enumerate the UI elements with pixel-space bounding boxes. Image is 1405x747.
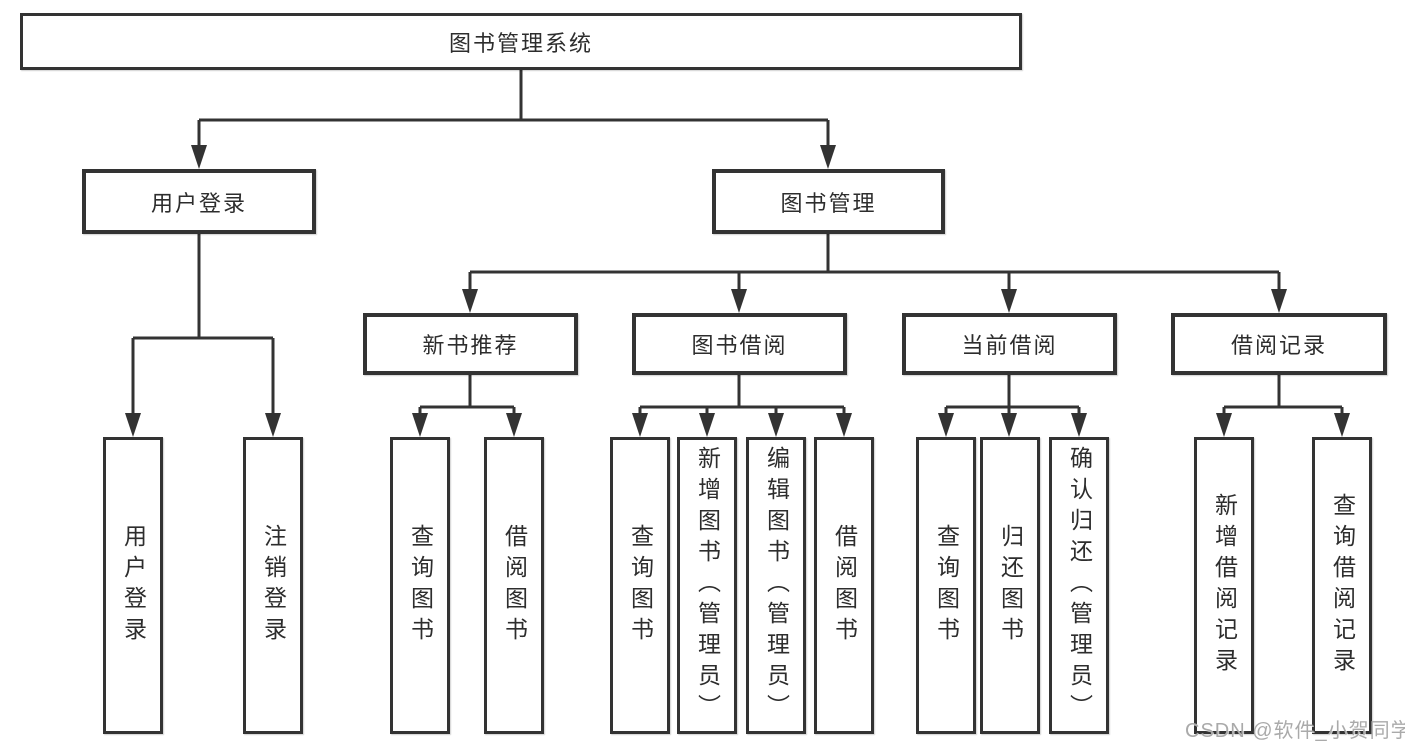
node-label: 确认归还（管理员）	[1066, 446, 1093, 725]
node-new-book-recommend: 新书推荐	[363, 313, 578, 375]
node-label: 编辑图书（管理员）	[763, 446, 790, 725]
leaf-borrow-edit-books-admin: 编辑图书（管理员）	[746, 437, 806, 734]
node-label: 用户登录	[120, 523, 147, 648]
node-book-system: 图书管理系统	[20, 13, 1022, 70]
node-label: 图书借阅	[691, 333, 788, 358]
node-label: 当前借阅	[961, 333, 1058, 358]
node-book-borrow: 图书借阅	[632, 313, 847, 375]
leaf-current-query-books: 查询图书	[916, 437, 976, 734]
node-label: 图书管理系统	[448, 30, 593, 56]
node-label: 查询图书	[627, 523, 654, 648]
leaf-borrow-add-books-admin: 新增图书（管理员）	[677, 437, 737, 734]
leaf-records-add-record: 新增借阅记录	[1194, 437, 1254, 734]
leaf-logout: 注销登录	[243, 437, 303, 734]
node-label: 图书管理	[780, 190, 877, 216]
node-current-borrow: 当前借阅	[902, 313, 1117, 375]
watermark: CSDN @软件_小贺同学	[1185, 720, 1405, 742]
node-label: 借阅记录	[1230, 333, 1327, 358]
node-label: 借阅图书	[831, 523, 858, 648]
leaf-borrow-borrow-books: 借阅图书	[814, 437, 874, 734]
arrowheads	[125, 145, 1350, 437]
node-label: 借阅图书	[501, 523, 528, 648]
node-book-management: 图书管理	[712, 169, 945, 234]
leaf-user-login: 用户登录	[103, 437, 163, 734]
node-label: 新增图书（管理员）	[694, 446, 721, 725]
leaf-newbook-query-books: 查询图书	[390, 437, 450, 734]
node-label: 查询图书	[407, 523, 434, 648]
leaf-borrow-query-books: 查询图书	[610, 437, 670, 734]
node-label: 查询图书	[933, 523, 960, 648]
node-label: 新增借阅记录	[1211, 492, 1238, 679]
node-label: 新书推荐	[422, 333, 519, 358]
node-label: 用户登录	[150, 190, 247, 216]
node-user-login: 用户登录	[82, 169, 316, 234]
leaf-current-confirm-return-admin: 确认归还（管理员）	[1049, 437, 1109, 734]
leaf-records-query-record: 查询借阅记录	[1312, 437, 1372, 734]
node-label: 归还图书	[997, 523, 1024, 648]
leaf-newbook-borrow-books: 借阅图书	[484, 437, 544, 734]
node-label: 查询借阅记录	[1329, 492, 1356, 679]
node-borrow-records: 借阅记录	[1171, 313, 1387, 375]
leaf-current-return-books: 归还图书	[980, 437, 1040, 734]
node-label: 注销登录	[260, 523, 287, 648]
